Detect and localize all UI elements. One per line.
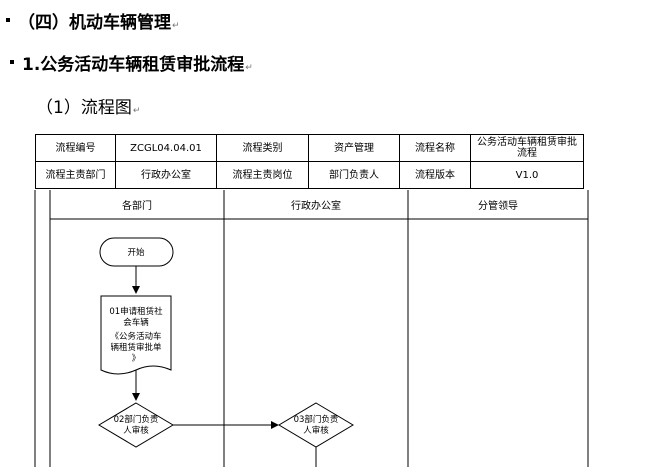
process-info-table: 流程编号 ZCGL04.04.01 流程类别 资产管理 流程名称 公务活动车辆租…: [35, 134, 584, 189]
start-node-label: 开始: [127, 247, 145, 258]
step02-line1: 02部门负责: [114, 414, 159, 425]
step01-doc-line3: 》: [132, 354, 141, 364]
step01-doc-line2: 辆租赁审批单: [110, 342, 162, 353]
lane-header-departments: 各部门: [122, 199, 152, 212]
paragraph-mark: ↵: [132, 106, 141, 116]
lane-header-admin-office: 行政办公室: [291, 199, 341, 212]
table-cell: 流程主责部门: [35, 161, 116, 189]
step03-line2: 人审核: [303, 425, 329, 436]
subsection-heading: 1.公务活动车辆租赁审批流程↵: [10, 50, 253, 75]
table-cell: 流程编号: [35, 134, 116, 162]
step01-title-line2: 会车辆: [123, 317, 149, 328]
table-cell: ZCGL04.04.01: [115, 134, 217, 162]
bullet-icon: [6, 18, 10, 22]
table-cell: 部门负责人: [308, 161, 400, 189]
step03-decision-node: [278, 402, 354, 448]
item-heading: （1）流程图↵: [36, 93, 140, 118]
table-cell: 公务活动车辆租赁审批流程: [470, 134, 584, 162]
table-cell: 行政办公室: [115, 161, 217, 189]
step02-decision-node: [98, 402, 174, 448]
section-heading-text: （四）机动车辆管理: [18, 13, 171, 33]
paragraph-mark: ↵: [172, 21, 180, 31]
step02-line2: 人审核: [123, 425, 149, 436]
section-heading: （四）机动车辆管理↵: [6, 8, 180, 33]
step03-line1: 03部门负责: [294, 414, 339, 425]
table-cell: 流程版本: [399, 161, 471, 189]
table-cell: V1.0: [470, 161, 584, 189]
table-row: 流程编号 ZCGL04.04.01 流程类别 资产管理 流程名称 公务活动车辆租…: [35, 134, 584, 162]
step01-doc-line1: 《公务活动车: [110, 331, 161, 342]
step01-document-node: [100, 295, 172, 375]
lane-header-leader: 分管领导: [478, 199, 518, 212]
table-row: 流程主责部门 行政办公室 流程主责岗位 部门负责人 流程版本 V1.0: [35, 161, 584, 189]
item-heading-text: （1）流程图: [36, 98, 132, 118]
paragraph-mark: ↵: [245, 63, 253, 73]
subsection-heading-text: 1.公务活动车辆租赁审批流程: [22, 55, 245, 75]
step01-title-line1: 01申请租赁社: [109, 306, 163, 317]
bullet-icon: [10, 60, 14, 64]
